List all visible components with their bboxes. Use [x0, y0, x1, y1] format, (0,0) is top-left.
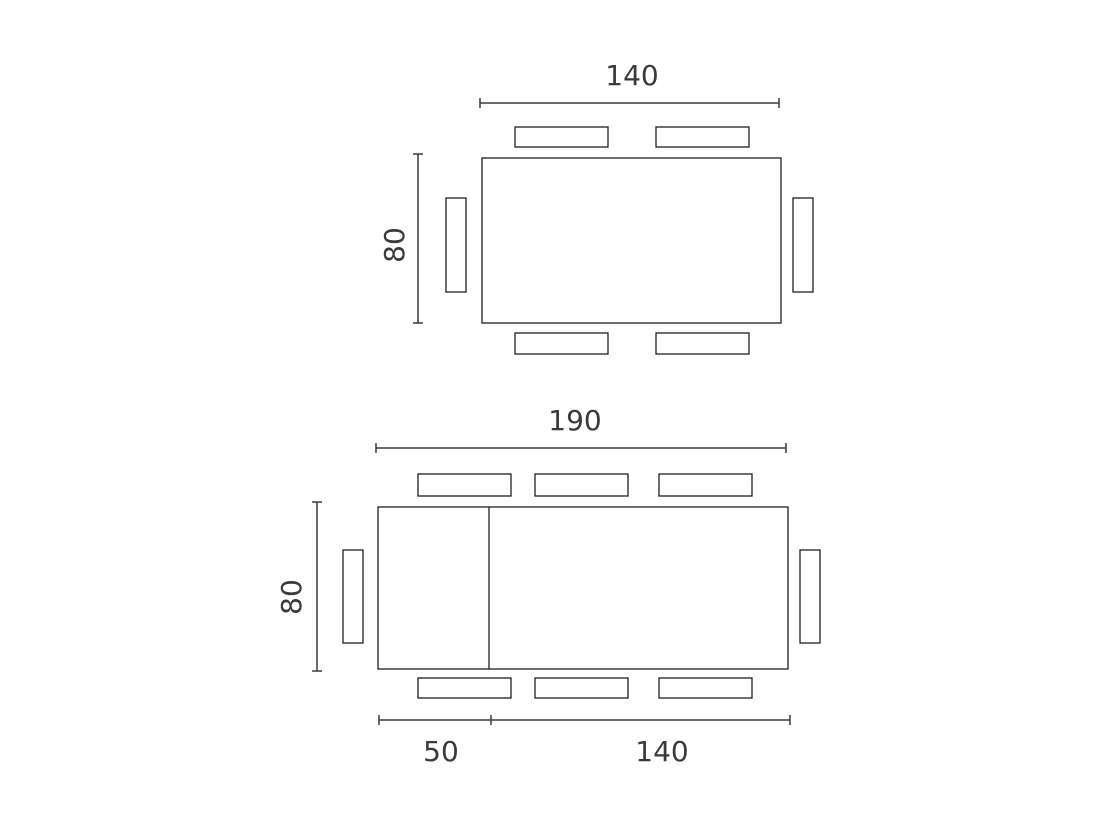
table-top: [481, 157, 782, 324]
standard-width-dimension: [479, 98, 780, 108]
chair: [658, 677, 753, 699]
extended-table-view: [342, 473, 821, 699]
chair: [658, 473, 753, 497]
extended-depth-label: 80: [275, 579, 308, 615]
chair: [655, 126, 750, 148]
standard-table-view: [445, 126, 814, 355]
chair: [792, 197, 814, 293]
standard-width-label: 140: [605, 59, 658, 92]
extension-and-base-dimension: [378, 715, 791, 725]
extended-width-label: 190: [548, 404, 601, 437]
chair: [655, 332, 750, 355]
chair: [534, 473, 629, 497]
standard-depth-label: 80: [378, 227, 411, 263]
extended-depth-dimension: [312, 501, 322, 672]
extension-length-label: 50: [423, 735, 459, 768]
chair: [417, 677, 512, 699]
chair: [417, 473, 512, 497]
chair: [445, 197, 467, 293]
standard-depth-dimension: [413, 153, 423, 324]
base-length-label: 140: [635, 735, 688, 768]
chair: [799, 549, 821, 644]
chair: [534, 677, 629, 699]
chair: [514, 126, 609, 148]
chair: [514, 332, 609, 355]
extended-width-dimension: [375, 443, 787, 453]
table-top-extended: [377, 506, 789, 670]
chair: [342, 549, 364, 644]
